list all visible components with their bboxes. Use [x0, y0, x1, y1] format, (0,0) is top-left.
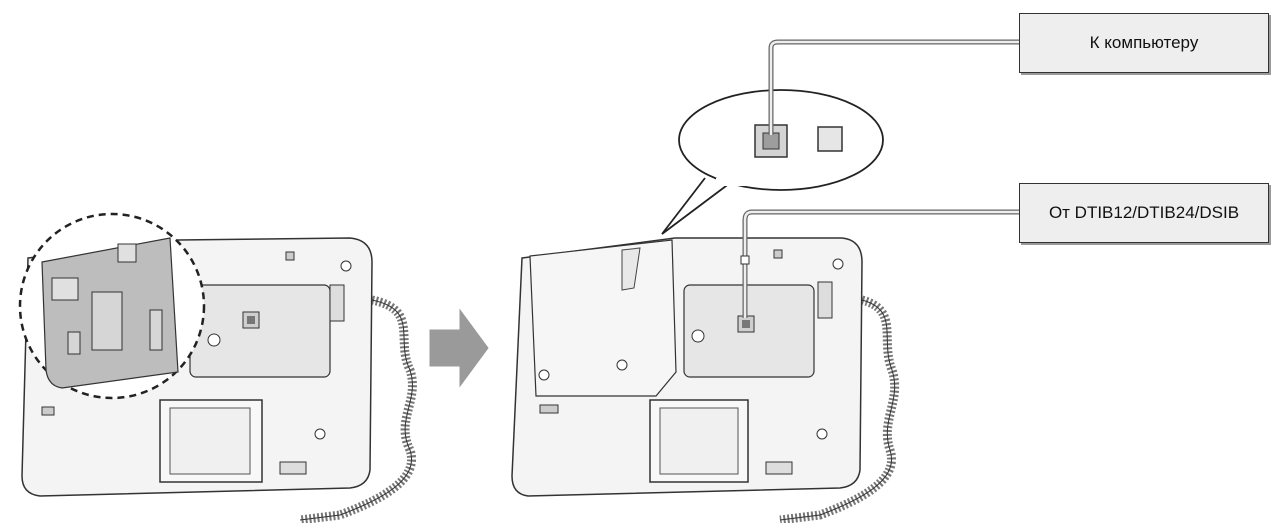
port-magnifier: [662, 42, 1019, 234]
right-phone: [512, 212, 1019, 520]
to-computer-text: К компьютеру: [1090, 33, 1199, 53]
from-card-label: От DTIB12/DTIB24/DSIB: [1019, 183, 1269, 243]
left-phone: [20, 214, 412, 520]
from-card-text: От DTIB12/DTIB24/DSIB: [1049, 203, 1239, 223]
to-computer-label: К компьютеру: [1019, 13, 1269, 73]
card-highlight: [20, 214, 204, 398]
line-port: [818, 127, 842, 151]
right-phone-flap: [530, 240, 676, 396]
magnifier-pointer: [662, 178, 730, 234]
step-arrow-icon: [430, 310, 488, 386]
left-phone-panel: [190, 285, 330, 377]
